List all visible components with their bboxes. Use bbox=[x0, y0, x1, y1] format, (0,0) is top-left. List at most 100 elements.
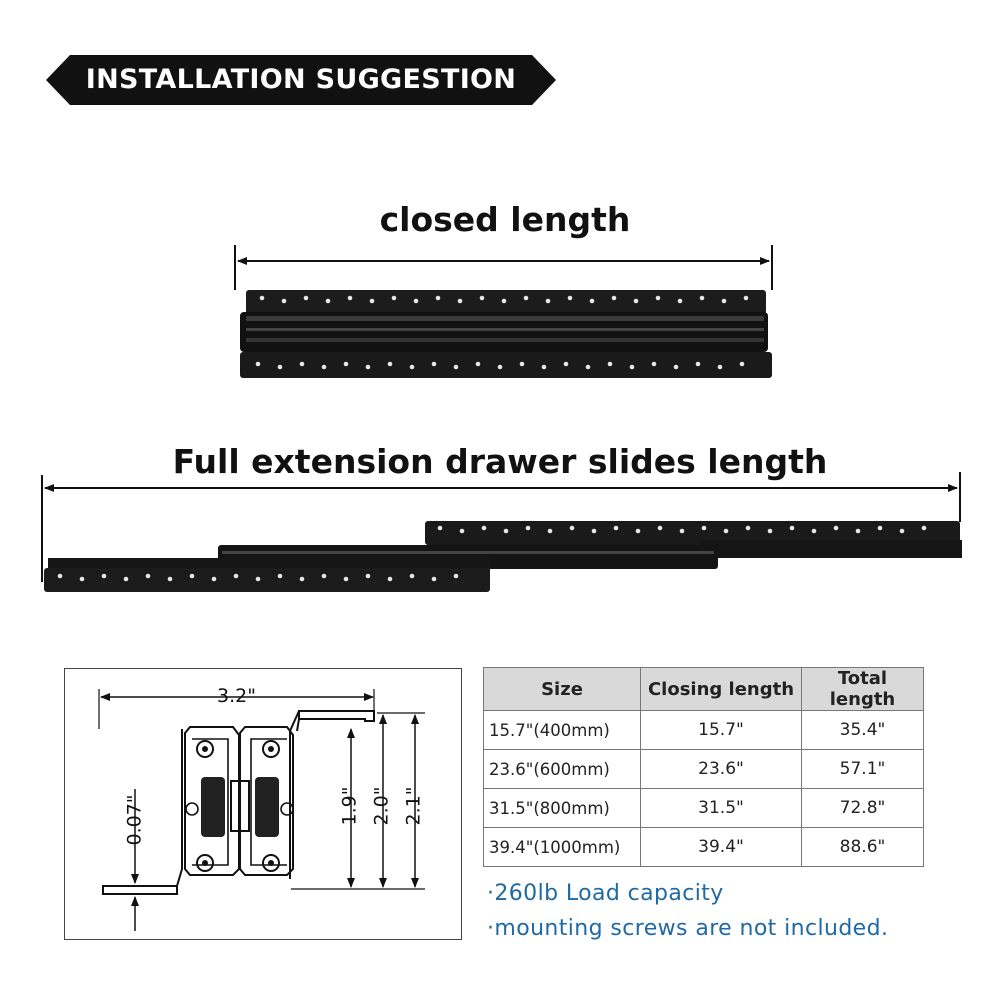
closed-slide-image bbox=[240, 290, 772, 378]
table-row: 31.5"(800mm) 31.5" 72.8" bbox=[483, 788, 924, 828]
mounting-hole bbox=[699, 295, 705, 301]
table-row: 15.7"(400mm) 15.7" 35.4" bbox=[483, 710, 924, 750]
cell-closing: 23.6" bbox=[640, 749, 802, 789]
mounting-hole bbox=[679, 528, 685, 534]
mounting-hole bbox=[545, 298, 551, 304]
height-2-0-label: 2.0" bbox=[370, 786, 393, 826]
mounting-hole bbox=[453, 364, 459, 370]
cell-closing: 39.4" bbox=[640, 827, 802, 867]
screws-note: ·mounting screws are not included. bbox=[487, 916, 889, 941]
mounting-hole bbox=[745, 525, 751, 531]
mounting-hole bbox=[497, 364, 503, 370]
header-total-length: Total length bbox=[801, 667, 924, 711]
cell-size: 15.7"(400mm) bbox=[483, 710, 641, 750]
cell-closing: 31.5" bbox=[640, 788, 802, 828]
mounting-hole bbox=[501, 298, 507, 304]
mounting-hole bbox=[677, 298, 683, 304]
mounting-hole bbox=[321, 364, 327, 370]
mounting-hole bbox=[519, 361, 525, 367]
mounting-hole bbox=[921, 525, 927, 531]
full-extension-label: Full extension drawer slides length bbox=[172, 442, 828, 481]
mounting-hole bbox=[503, 528, 509, 534]
mounting-hole bbox=[547, 528, 553, 534]
cell-total: 88.6" bbox=[801, 827, 924, 867]
mounting-hole bbox=[409, 573, 415, 579]
mounting-hole bbox=[387, 361, 393, 367]
mounting-hole bbox=[695, 361, 701, 367]
mounting-hole bbox=[365, 364, 371, 370]
mounting-hole bbox=[607, 361, 613, 367]
mounting-hole bbox=[369, 298, 375, 304]
title-banner: INSTALLATION SUGGESTION bbox=[46, 55, 556, 105]
mounting-hole bbox=[255, 361, 261, 367]
mounting-hole bbox=[591, 528, 597, 534]
closed-length-label: closed length bbox=[379, 200, 631, 239]
mounting-hole bbox=[723, 528, 729, 534]
mounting-hole bbox=[717, 364, 723, 370]
mounting-hole bbox=[277, 573, 283, 579]
mounting-hole bbox=[789, 525, 795, 531]
cell-size: 39.4"(1000mm) bbox=[483, 827, 641, 867]
mounting-hole bbox=[321, 573, 327, 579]
mounting-hole bbox=[457, 298, 463, 304]
load-capacity-note: ·260lb Load capacity bbox=[487, 881, 724, 906]
mounting-hole bbox=[167, 576, 173, 582]
mounting-hole bbox=[767, 528, 773, 534]
mounting-hole bbox=[743, 295, 749, 301]
mounting-hole bbox=[721, 298, 727, 304]
mounting-hole bbox=[145, 573, 151, 579]
header-closing-length: Closing length bbox=[640, 667, 802, 711]
mounting-hole bbox=[277, 364, 283, 370]
mounting-hole bbox=[525, 525, 531, 531]
mounting-hole bbox=[431, 576, 437, 582]
mounting-hole bbox=[567, 295, 573, 301]
mounting-hole bbox=[343, 361, 349, 367]
mounting-hole bbox=[211, 576, 217, 582]
mounting-hole bbox=[437, 525, 443, 531]
mounting-hole bbox=[635, 528, 641, 534]
gap-dimension-label: 0.07" bbox=[123, 794, 146, 846]
mounting-hole bbox=[613, 525, 619, 531]
mounting-hole bbox=[365, 573, 371, 579]
cell-total: 72.8" bbox=[801, 788, 924, 828]
mounting-hole bbox=[475, 361, 481, 367]
mounting-hole bbox=[303, 295, 309, 301]
mounting-hole bbox=[655, 295, 661, 301]
mounting-hole bbox=[459, 528, 465, 534]
mounting-hole bbox=[453, 573, 459, 579]
mounting-hole bbox=[739, 361, 745, 367]
mounting-hole bbox=[541, 364, 547, 370]
mounting-hole bbox=[479, 295, 485, 301]
mounting-hole bbox=[589, 298, 595, 304]
mounting-hole bbox=[701, 525, 707, 531]
extended-slide-image bbox=[44, 521, 962, 592]
mounting-hole bbox=[343, 576, 349, 582]
header-size: Size bbox=[483, 667, 641, 711]
mounting-hole bbox=[409, 364, 415, 370]
mounting-hole bbox=[811, 528, 817, 534]
mounting-hole bbox=[387, 576, 393, 582]
mounting-hole bbox=[123, 576, 129, 582]
mounting-hole bbox=[189, 573, 195, 579]
banner-shape bbox=[46, 55, 556, 105]
height-2-1-label: 2.1" bbox=[402, 786, 425, 826]
table-row: 39.4"(1000mm) 39.4" 88.6" bbox=[483, 827, 924, 867]
table-row: 23.6"(600mm) 23.6" 57.1" bbox=[483, 749, 924, 789]
mounting-hole bbox=[347, 295, 353, 301]
height-1-9-label: 1.9" bbox=[338, 786, 361, 826]
mounting-hole bbox=[585, 364, 591, 370]
mounting-hole bbox=[855, 528, 861, 534]
size-spec-table: Size Closing length Total length 15.7"(4… bbox=[483, 667, 924, 867]
mounting-hole bbox=[877, 525, 883, 531]
mounting-hole bbox=[79, 576, 85, 582]
mounting-hole bbox=[57, 573, 63, 579]
mounting-hole bbox=[569, 525, 575, 531]
mounting-hole bbox=[481, 525, 487, 531]
full-length-dimension bbox=[41, 472, 961, 582]
cross-section-drawing bbox=[98, 689, 425, 931]
width-dimension-label: 3.2" bbox=[217, 685, 256, 707]
cell-total: 57.1" bbox=[801, 749, 924, 789]
cell-size: 31.5"(800mm) bbox=[483, 788, 641, 828]
mounting-hole bbox=[281, 298, 287, 304]
slides-illustration bbox=[41, 245, 962, 592]
